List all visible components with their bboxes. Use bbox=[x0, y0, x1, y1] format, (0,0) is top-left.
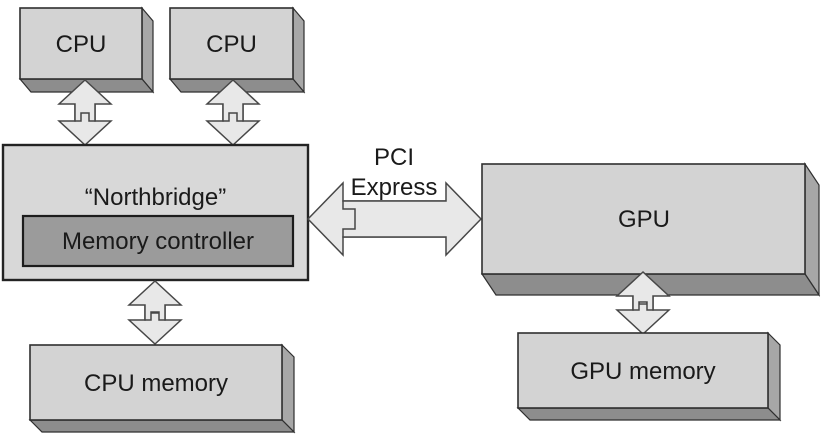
northbridge-cpu-memory-arrow-down-part bbox=[127, 304, 183, 346]
gpu-right-side bbox=[804, 162, 820, 297]
cpu-memory-label: CPU memory bbox=[84, 370, 228, 397]
cpu1-northbridge-arrow bbox=[57, 78, 113, 147]
pci-express-label: PCI Express bbox=[351, 144, 438, 201]
cpu-box-1-right-side bbox=[141, 6, 154, 94]
gpu-gpu-memory-arrow-down-part bbox=[615, 295, 671, 336]
pci-express-label-line1: PCI bbox=[374, 144, 414, 171]
gpu-box: GPU bbox=[480, 162, 821, 297]
pci-express-arrow bbox=[306, 181, 483, 257]
pci-express-label-line2: Express bbox=[351, 174, 438, 201]
cpu-box-2-label: CPU bbox=[206, 31, 257, 58]
pci-express-arrow-right-part bbox=[342, 181, 483, 257]
gpu-memory-bottom-side bbox=[516, 407, 782, 421]
cpu1-northbridge-arrow-up-part bbox=[57, 78, 113, 122]
gpu-label: GPU bbox=[618, 206, 670, 233]
cpu-memory-box: CPU memory bbox=[28, 343, 296, 434]
cpu-memory-face bbox=[29, 344, 283, 421]
memory-controller-box bbox=[21, 214, 295, 268]
cpu-box-2-face bbox=[169, 7, 294, 80]
gpu-memory-label: GPU memory bbox=[570, 358, 715, 385]
gpu-gpu-memory-arrow-up-part bbox=[615, 270, 671, 311]
northbridge-cpu-memory-arrow bbox=[127, 279, 183, 346]
gpu-face bbox=[481, 163, 806, 275]
cpu-memory-right-side bbox=[281, 343, 295, 434]
cpu-box-2: CPU bbox=[168, 6, 306, 94]
cpu2-northbridge-arrow-up-part bbox=[205, 78, 261, 122]
cpu-box-2-right-side bbox=[292, 6, 305, 94]
gpu-memory-face bbox=[517, 332, 769, 409]
cpu-box-1: CPU bbox=[18, 6, 155, 94]
northbridge-label: “Northbridge” bbox=[85, 184, 226, 211]
gpu-memory-box: GPU memory bbox=[516, 331, 782, 422]
cpu2-northbridge-arrow bbox=[205, 78, 261, 147]
northbridge-box: “Northbridge” Memory controller bbox=[1, 143, 310, 282]
cpu-box-1-label: CPU bbox=[56, 31, 107, 58]
gpu-memory-right-side bbox=[767, 331, 781, 422]
memory-controller-label: Memory controller bbox=[62, 228, 254, 255]
cpu-memory-bottom-side bbox=[28, 419, 296, 433]
northbridge-cpu-memory-arrow-up-part bbox=[127, 279, 183, 321]
gpu-gpu-memory-arrow bbox=[615, 270, 671, 336]
cpu-box-1-face bbox=[19, 7, 143, 80]
